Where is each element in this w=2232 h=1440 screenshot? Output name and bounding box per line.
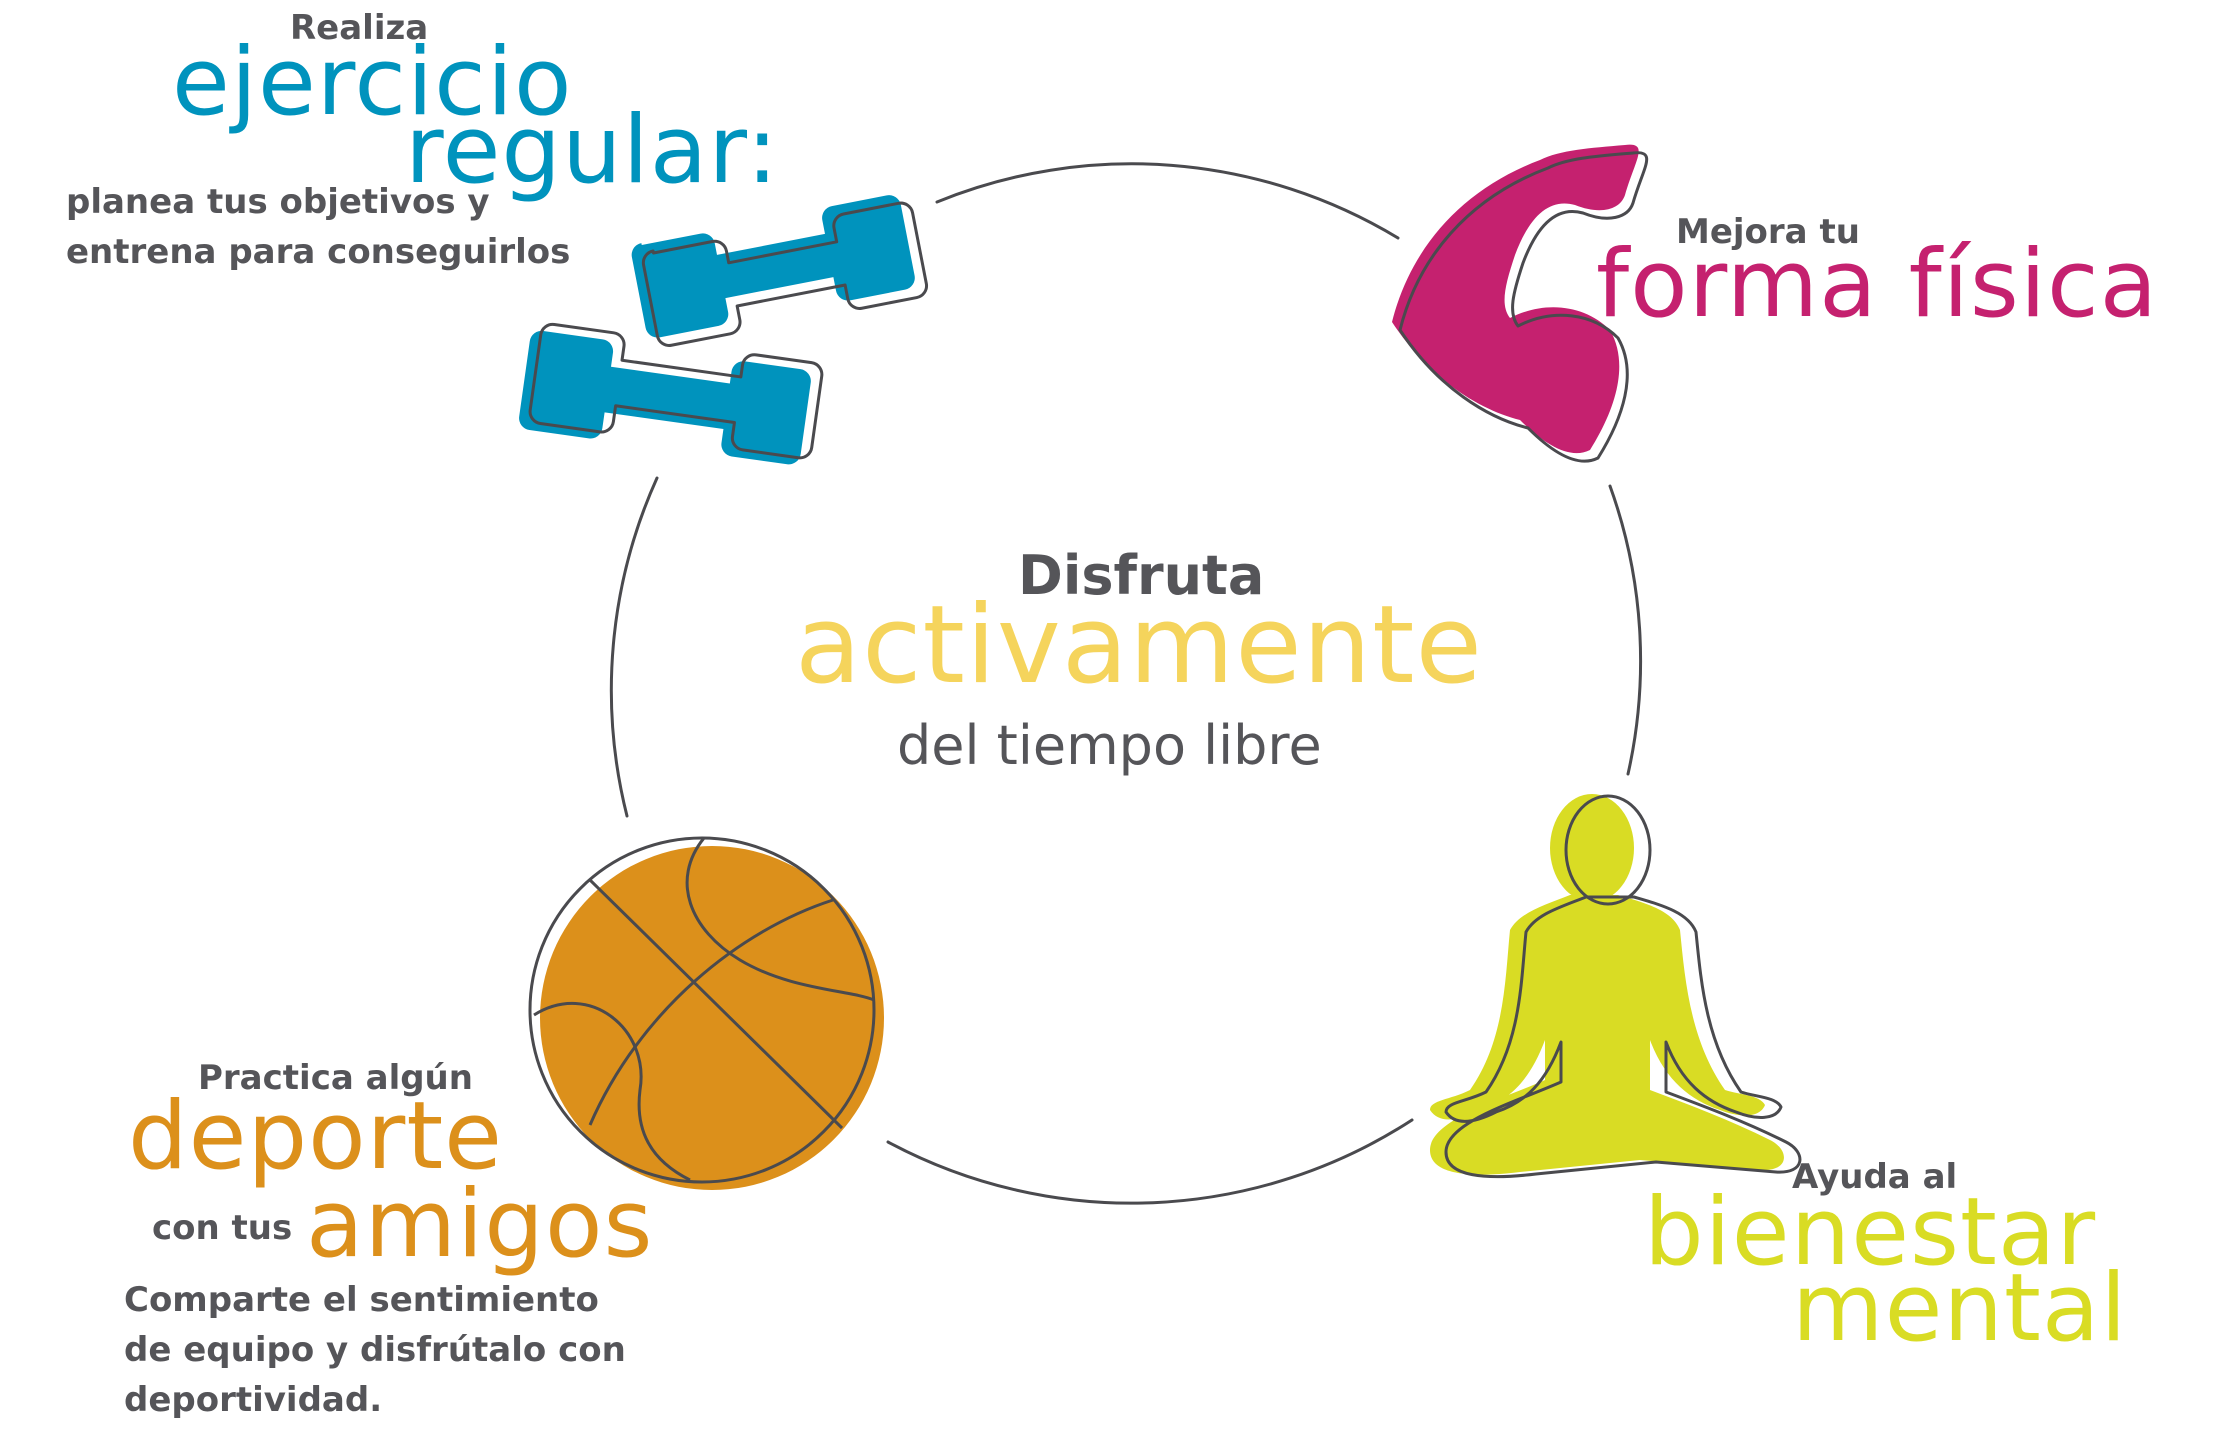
ejercicio-pre: Realiza — [290, 8, 429, 48]
deporte-desc-2: de equipo y disfrútalo con — [124, 1330, 626, 1370]
center-line-3: del tiempo libre — [897, 714, 1322, 777]
deporte-desc-3: deportividad. — [124, 1380, 383, 1420]
meditation-icon — [1430, 794, 1802, 1179]
ejercicio-title-2: regular: — [405, 96, 780, 205]
deporte-pre: Practica algún — [198, 1058, 473, 1098]
center-line-1: Disfruta — [1018, 544, 1265, 607]
bienestar-pre: Ayuda al — [1792, 1157, 1958, 1197]
forma-pre: Mejora tu — [1676, 212, 1860, 252]
bienestar-title-2: mental — [1792, 1254, 2128, 1363]
basketball-icon — [528, 836, 884, 1190]
ejercicio-title-1: ejercicio — [172, 28, 573, 137]
cycle-ring — [609, 162, 1643, 1205]
forma-title: forma física — [1596, 230, 2159, 339]
ejercicio-desc-1: planea tus objetivos y — [66, 182, 490, 222]
deporte-mid: con tus — [152, 1208, 293, 1248]
deporte-title-1: deporte — [128, 1082, 504, 1191]
bienestar-title-1: bienestar — [1644, 1178, 2097, 1287]
deporte-desc-1: Comparte el sentimiento — [124, 1280, 599, 1320]
deporte-title-2: amigos — [306, 1170, 654, 1279]
flexed-arm-icon — [1392, 144, 1649, 463]
center-highlight: activamente — [795, 583, 1483, 708]
dumbbells-icon — [519, 195, 929, 465]
ejercicio-desc-2: entrena para conseguirlos — [66, 232, 571, 272]
